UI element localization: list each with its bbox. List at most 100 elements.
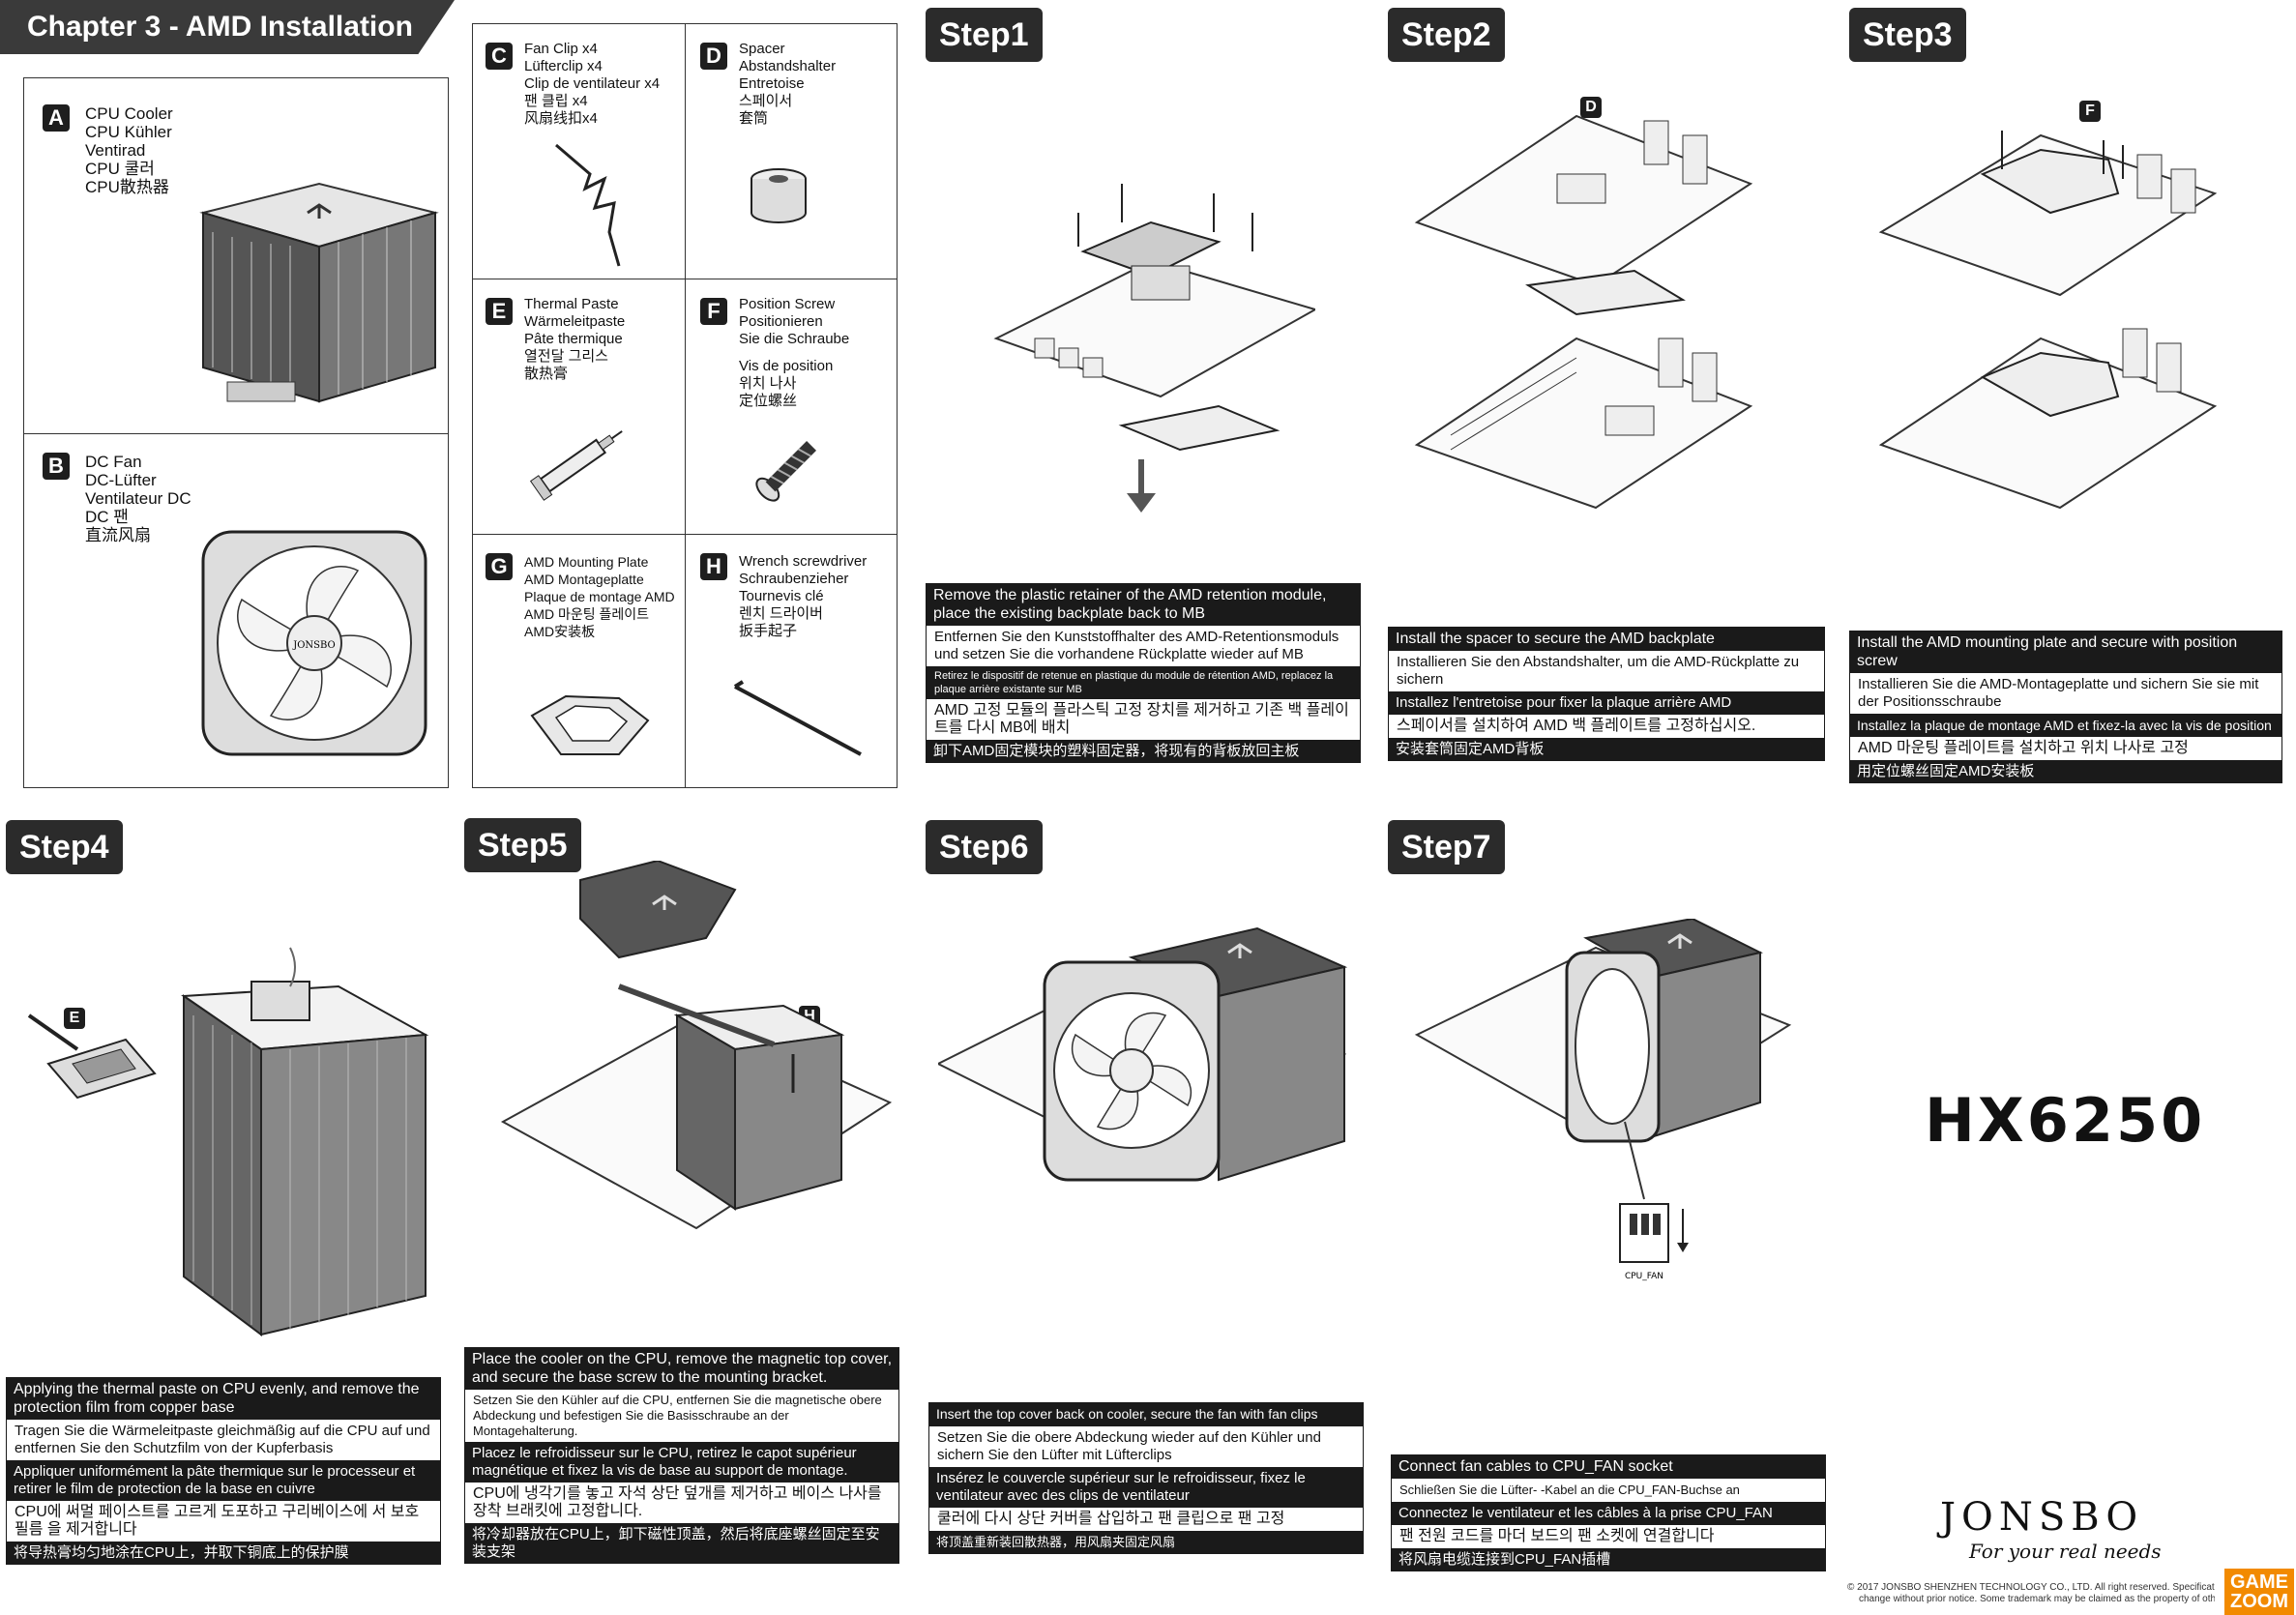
step4-badge: Step4 bbox=[6, 820, 123, 874]
part-name: Ventirad bbox=[85, 141, 146, 160]
watermark-line: GAME bbox=[2230, 1571, 2288, 1593]
part-name: 열전달 그리스 bbox=[524, 348, 608, 365]
amd-mounting-plate-illustration bbox=[530, 694, 650, 755]
caption-ko: AMD 고정 모듈의 플라스틱 고정 장치를 제거하고 기존 백 플레이트를 다… bbox=[926, 699, 1361, 740]
part-h-names: Wrench screwdriver Schraubenzieher Tourn… bbox=[739, 553, 867, 640]
part-name: CPU Cooler bbox=[85, 104, 173, 123]
part-name: Lüfterclip x4 bbox=[524, 58, 603, 74]
step7-caption: Connect fan cables to CPU_FAN socket Sch… bbox=[1391, 1454, 1826, 1571]
part-name: 定位螺丝 bbox=[739, 393, 798, 409]
part-name: Tournevis clé bbox=[739, 588, 824, 604]
part-b-names: DC Fan DC-Lüfter Ventilateur DC DC 팬 直流风… bbox=[85, 453, 191, 544]
part-name: Clip de ventilateur x4 bbox=[524, 75, 661, 92]
grid-vline bbox=[685, 23, 686, 788]
caption-zh: 将风扇电缆连接到CPU_FAN插槽 bbox=[1391, 1548, 1826, 1571]
part-name: Schraubenzieher bbox=[739, 571, 849, 587]
part-name: Thermal Paste bbox=[524, 296, 619, 312]
part-name: AMD Mounting Plate bbox=[524, 554, 649, 570]
caption-zh: 卸下AMD固定模块的塑料固定器，将现有的背板放回主板 bbox=[926, 740, 1361, 763]
part-name: CPU 쿨러 bbox=[85, 160, 155, 178]
step7-badge: Step7 bbox=[1388, 820, 1505, 874]
part-letter: D bbox=[700, 43, 727, 70]
step3-badge: Step3 bbox=[1849, 8, 1966, 62]
fan-logo-text: JONSBO bbox=[292, 640, 336, 651]
caption-zh: 用定位螺丝固定AMD安装板 bbox=[1849, 760, 2282, 783]
part-a: A bbox=[43, 104, 70, 132]
part-letter: C bbox=[486, 43, 513, 70]
copyright-line: change without prior notice. Some tradem… bbox=[1859, 1594, 2215, 1604]
parts-panel-left bbox=[23, 77, 449, 788]
step6-illustration bbox=[938, 926, 1348, 1182]
part-b: B bbox=[43, 453, 70, 480]
caption-zh: 将导热膏均匀地涂在CPU上，并取下铜底上的保护膜 bbox=[6, 1542, 441, 1565]
cpu-fan-label: CPU_FAN bbox=[1625, 1272, 1663, 1281]
step2-badge: Step2 bbox=[1388, 8, 1505, 62]
caption-fr: Installez la plaque de montage AMD et fi… bbox=[1849, 714, 2282, 737]
part-name: Spacer bbox=[739, 41, 785, 57]
step4-caption: Applying the thermal paste on CPU evenly… bbox=[6, 1377, 441, 1565]
caption-fr: Placez le refroidisseur sur le CPU, reti… bbox=[464, 1442, 899, 1483]
spacer-illustration bbox=[751, 168, 807, 223]
copyright: © 2017 JONSBO SHENZHEN TECHNOLOGY CO., L… bbox=[1847, 1582, 2215, 1605]
step5-illustration bbox=[500, 861, 893, 1230]
part-name: AMD 마운팅 플레이트 bbox=[524, 606, 650, 622]
part-name: 套筒 bbox=[739, 110, 769, 127]
caption-fr: Connectez le ventilateur et les câbles à… bbox=[1391, 1502, 1826, 1525]
part-letter: A bbox=[43, 104, 70, 132]
step1-caption: Remove the plastic retainer of the AMD r… bbox=[926, 583, 1361, 763]
step1-illustration bbox=[993, 184, 1315, 513]
caption-en: Connect fan cables to CPU_FAN socket bbox=[1391, 1454, 1826, 1479]
step3-illustration bbox=[1878, 131, 2218, 510]
caption-ko: CPU에 써멀 페이스트를 고르게 도포하고 구리베이스에 서 보호필름 을 제… bbox=[6, 1501, 441, 1542]
caption-fr: Retirez le dispositif de retenue en plas… bbox=[926, 666, 1361, 699]
caption-en: Install the AMD mounting plate and secur… bbox=[1849, 631, 2282, 673]
caption-zh: 将冷却器放在CPU上，卸下磁性顶盖，然后将底座螺丝固定至安装支架 bbox=[464, 1523, 899, 1564]
part-name: AMD安装板 bbox=[524, 624, 596, 639]
part-name: Wärmeleitpaste bbox=[524, 313, 626, 330]
part-e-names: Thermal Paste Wärmeleitpaste Pâte thermi… bbox=[524, 296, 625, 383]
part-name: CPU散热器 bbox=[85, 178, 169, 196]
grid-hline bbox=[472, 534, 898, 535]
dc-fan-illustration: JONSBO bbox=[201, 530, 427, 756]
part-name: Pâte thermique bbox=[524, 331, 623, 347]
part-name: Position Screw bbox=[739, 296, 836, 312]
step3-caption: Install the AMD mounting plate and secur… bbox=[1849, 631, 2282, 783]
part-name: Positionieren bbox=[739, 313, 823, 330]
caption-ko: AMD 마운팅 플레이트를 설치하고 위치 나사로 고정 bbox=[1849, 737, 2282, 760]
part-letter: H bbox=[700, 553, 727, 580]
part-letter: G bbox=[486, 553, 513, 580]
part-name: 팬 클립 x4 bbox=[524, 93, 588, 109]
brand-logo: JONSBO bbox=[1940, 1495, 2144, 1540]
step2-caption: Install the spacer to secure the AMD bac… bbox=[1388, 627, 1825, 761]
part-name: AMD Montageplatte bbox=[524, 572, 644, 587]
part-letter: E bbox=[486, 298, 513, 325]
part-name: Ventilateur DC bbox=[85, 489, 191, 508]
caption-ko: 쿨러에 다시 상단 커버를 삽입하고 팬 클립으로 팬 고정 bbox=[928, 1508, 1364, 1531]
caption-fr: Insérez le couvercle supérieur sur le re… bbox=[928, 1467, 1364, 1508]
caption-en: Install the spacer to secure the AMD bac… bbox=[1388, 627, 1825, 651]
step6-caption: Insert the top cover back on cooler, sec… bbox=[928, 1402, 1364, 1554]
cpu-cooler-illustration bbox=[199, 182, 439, 403]
part-letter: F bbox=[700, 298, 727, 325]
wrench-screwdriver-illustration bbox=[733, 680, 862, 756]
part-name: 直流风扇 bbox=[85, 526, 151, 544]
callout-e: E bbox=[64, 1008, 85, 1029]
caption-de: Installieren Sie die AMD-Montageplatte u… bbox=[1849, 673, 2282, 714]
caption-de: Installieren Sie den Abstandshalter, um … bbox=[1388, 651, 1825, 691]
caption-fr: Appliquer uniformément la pâte thermique… bbox=[6, 1460, 441, 1501]
caption-de: Entfernen Sie den Kunststoffhalter des A… bbox=[926, 626, 1361, 666]
part-g-names: AMD Mounting Plate AMD Montageplatte Pla… bbox=[524, 553, 675, 640]
part-name: DC Fan bbox=[85, 453, 142, 471]
caption-en: Insert the top cover back on cooler, sec… bbox=[928, 1402, 1364, 1426]
model-name: HX6250 bbox=[1925, 1085, 2206, 1156]
position-screw-illustration bbox=[755, 441, 816, 502]
callout-f: F bbox=[2079, 101, 2101, 122]
part-name: 扳手起子 bbox=[739, 623, 798, 639]
copyright-line: © 2017 JONSBO SHENZHEN TECHNOLOGY CO., L… bbox=[1847, 1582, 2215, 1593]
part-letter: B bbox=[43, 453, 70, 480]
part-name: Sie die Schraube bbox=[739, 331, 850, 347]
caption-zh: 将顶盖重新装回散热器，用风扇夹固定风扇 bbox=[928, 1531, 1364, 1554]
part-name: Fan Clip x4 bbox=[524, 41, 598, 57]
part-name: 스페이서 bbox=[739, 93, 793, 109]
part-name: 散热膏 bbox=[524, 366, 569, 382]
